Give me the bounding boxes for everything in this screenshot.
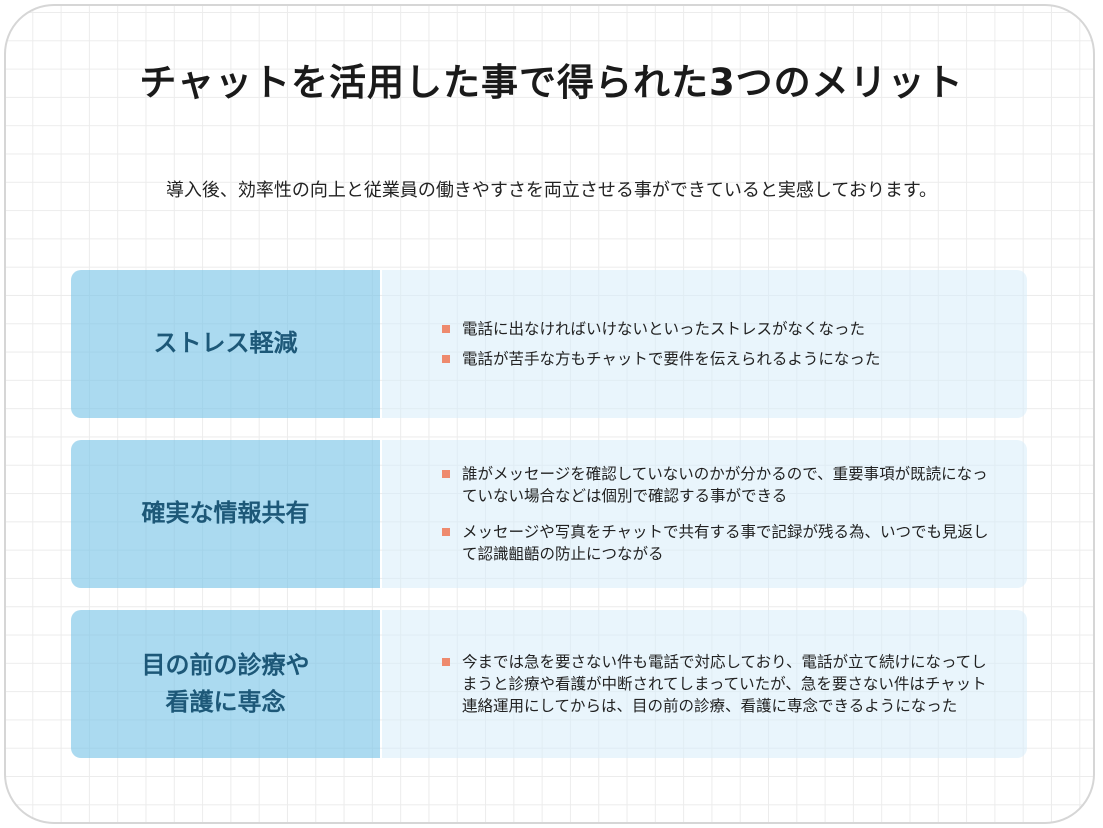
merit-row: ストレス軽減 電話に出なければいけないといったストレスがなくなった 電話が苦手な… (71, 270, 1027, 418)
merit-content: 電話に出なければいけないといったストレスがなくなった 電話が苦手な方もチャットで… (382, 270, 1027, 418)
bullet-icon (442, 355, 450, 363)
bullet-icon (442, 658, 450, 666)
merit-label-box: ストレス軽減 (71, 270, 380, 418)
item-text: メッセージや写真をチャットで共有する事で記録が残る為、いつでも見返して認識齟齬の… (462, 523, 989, 563)
bullet-icon (442, 325, 450, 333)
merit-label: 目の前の診療や看護に専念 (141, 650, 310, 716)
merit-label-box: 目の前の診療や看護に専念 (71, 610, 380, 758)
merit-label: ストレス軽減 (153, 329, 298, 358)
merit-label-box: 確実な情報共有 (71, 440, 380, 588)
item-text: 誰がメッセージを確認していないのかが分かるので、重要事項が既読になっていない場合… (462, 465, 988, 505)
merit-label: 確実な情報共有 (141, 499, 310, 528)
merit-content: 誰がメッセージを確認していないのかが分かるので、重要事項が既読になっていない場合… (382, 440, 1027, 588)
item-text: 今までは急を要さない件も電話で対応しており、電話が立て続けになってしまうと診療や… (462, 653, 987, 715)
list-item: 電話に出なければいけないといったストレスがなくなった (442, 318, 992, 340)
merit-row: 確実な情報共有 誰がメッセージを確認していないのかが分かるので、重要事項が既読に… (71, 440, 1027, 588)
list-item: 誰がメッセージを確認していないのかが分かるので、重要事項が既読になっていない場合… (442, 463, 992, 507)
subtitle: 導入後、効率性の向上と従業員の働きやすさを両立させる事ができていると実感しており… (165, 180, 938, 201)
page-title: チャットを活用した事で得られた3つのメリット (139, 61, 964, 104)
item-text: 電話が苦手な方もチャットで要件を伝えられるようになった (462, 350, 881, 368)
bullet-icon (442, 528, 450, 536)
list-item: メッセージや写真をチャットで共有する事で記録が残る為、いつでも見返して認識齟齬の… (442, 521, 992, 565)
list-item: 今までは急を要さない件も電話で対応しており、電話が立て続けになってしまうと診療や… (442, 651, 992, 717)
merit-content: 今までは急を要さない件も電話で対応しており、電話が立て続けになってしまうと診療や… (382, 610, 1027, 758)
list-item: 電話が苦手な方もチャットで要件を伝えられるようになった (442, 348, 992, 370)
merit-row: 目の前の診療や看護に専念 今までは急を要さない件も電話で対応しており、電話が立て… (71, 610, 1027, 758)
bullet-icon (442, 470, 450, 478)
item-text: 電話に出なければいけないといったストレスがなくなった (462, 320, 866, 338)
